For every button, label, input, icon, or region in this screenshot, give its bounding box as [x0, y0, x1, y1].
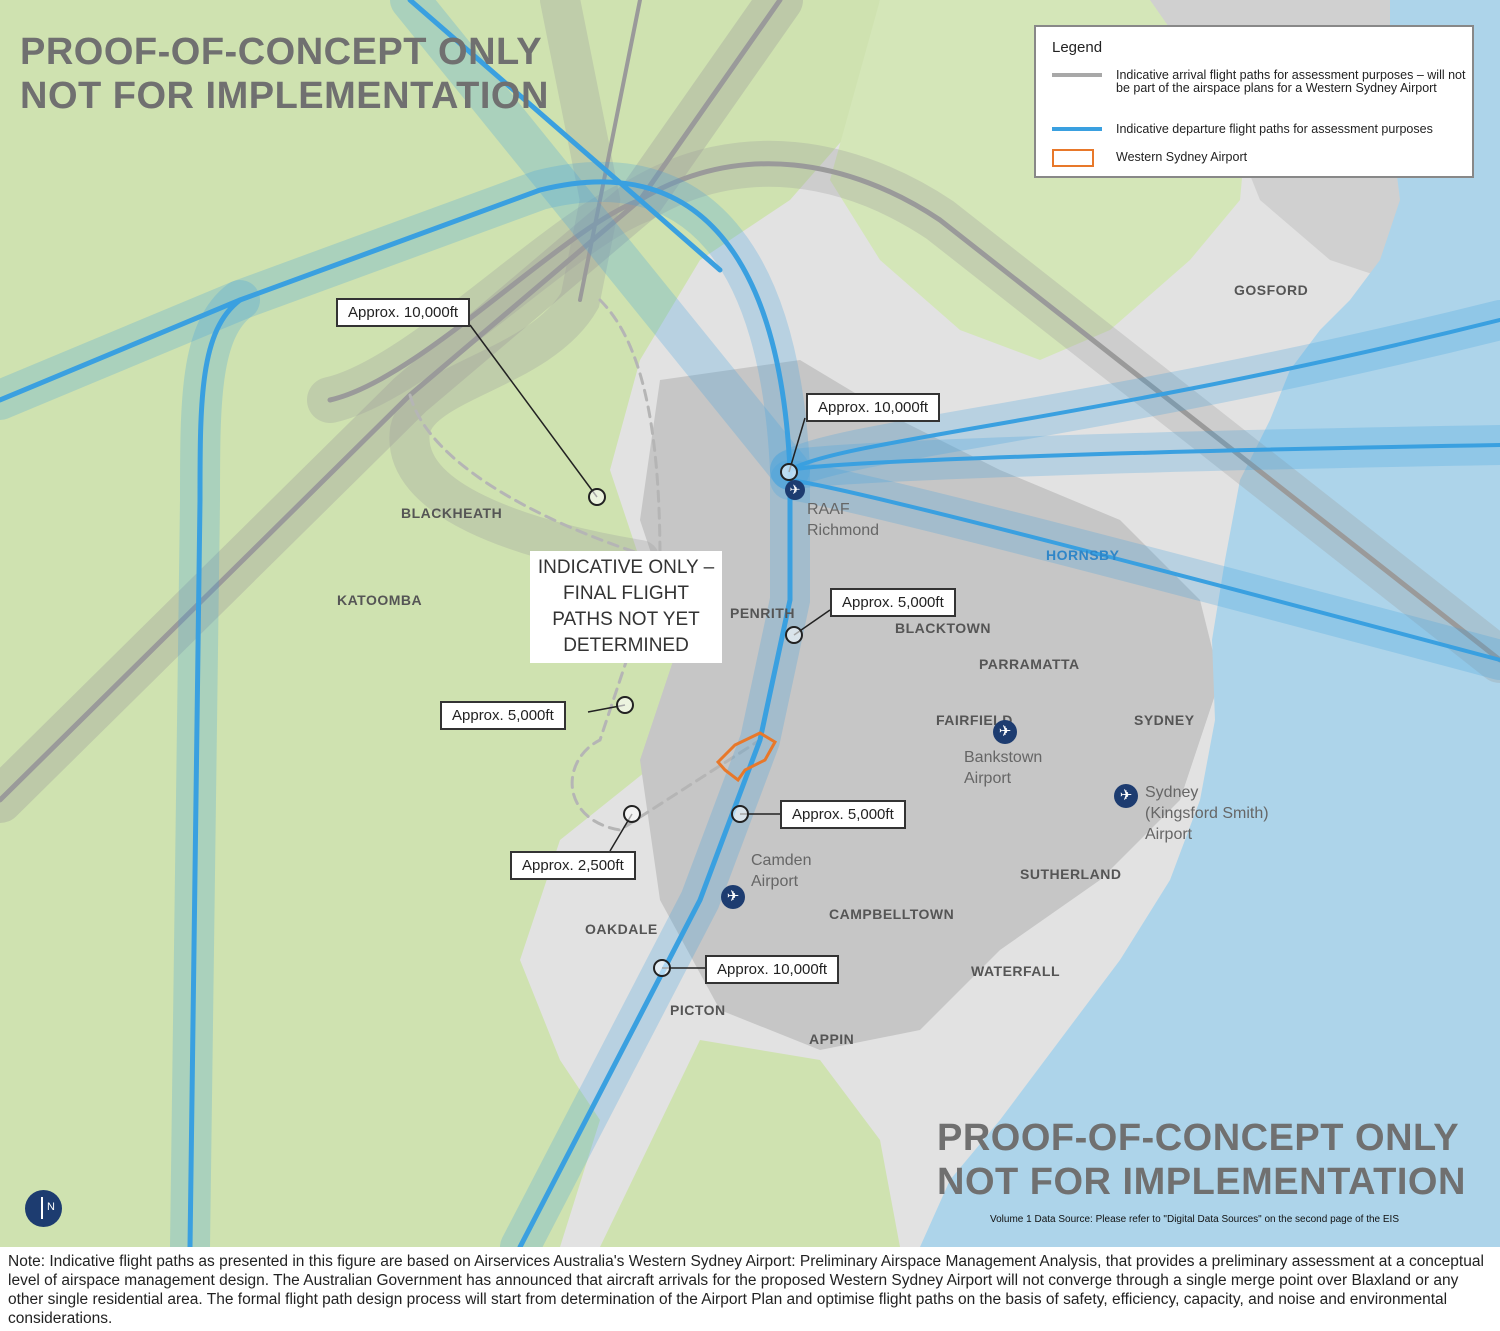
place-fairfield: FAIRFIELD: [936, 712, 1013, 728]
legend: Legend Indicative arrival flight paths f…: [1034, 25, 1474, 178]
indicative-notice: INDICATIVE ONLY – FINAL FLIGHT PATHS NOT…: [530, 551, 722, 663]
watermark-line1: PROOF-OF-CONCEPT ONLY: [20, 31, 543, 73]
airport-bankstown-label: Bankstown Airport: [964, 749, 1043, 787]
arrival-swatch: [1052, 73, 1102, 77]
data-source-note: Volume 1 Data Source: Please refer to "D…: [990, 1214, 1400, 1225]
airplane-icon: ✈: [993, 720, 1017, 744]
callout-camden-5000: Approx. 5,000ft: [780, 800, 906, 829]
place-campbelltown: CAMPBELLTOWN: [829, 906, 955, 922]
place-sydney: SYDNEY: [1134, 712, 1195, 728]
north-label: N: [47, 1201, 55, 1213]
airport-richmond-label: RAAF Richmond: [807, 501, 880, 539]
airplane-icon: ✈: [1114, 784, 1138, 808]
watermark-line1: PROOF-OF-CONCEPT ONLY: [937, 1117, 1460, 1159]
bushland-south: [600, 1040, 900, 1247]
callout-penrith-5000: Approx. 5,000ft: [830, 588, 956, 617]
place-picton: PICTON: [670, 1002, 726, 1018]
bushland-west: [0, 0, 880, 1247]
place-penrith: PENRITH: [730, 605, 795, 621]
place-appin: APPIN: [809, 1031, 855, 1047]
departure-swatch: [1052, 127, 1102, 131]
callout-richmond-10000: Approx. 10,000ft: [806, 393, 941, 422]
watermark-line2: NOT FOR IMPLEMENTATION: [937, 1161, 1466, 1203]
place-katoomba: KATOOMBA: [337, 592, 423, 608]
callout-picton-10000: Approx. 10,000ft: [705, 955, 840, 984]
callout-nw-10000: Approx. 10,000ft: [336, 298, 471, 327]
legend-airport-label: Western Sydney Airport: [1116, 150, 1248, 164]
place-gosford: GOSFORD: [1234, 282, 1309, 298]
airplane-icon: ✈: [785, 480, 805, 500]
north-needle: [41, 1197, 43, 1219]
place-oakdale: OAKDALE: [585, 921, 658, 937]
watermark-line2: NOT FOR IMPLEMENTATION: [20, 75, 549, 117]
altitude-markers: [588, 463, 803, 977]
callout-west-5000: Approx. 5,000ft: [440, 701, 566, 730]
legend-title: Legend: [1052, 39, 1103, 56]
legend-arrival-label: Indicative arrival flight paths for asse…: [1116, 68, 1466, 95]
place-parramatta: PARRAMATTA: [979, 656, 1080, 672]
north-arrow-icon: N: [25, 1190, 62, 1227]
ocean: [920, 0, 1500, 1247]
map-canvas: [0, 0, 1500, 1247]
callout-south-2500: Approx. 2,500ft: [510, 851, 636, 880]
airport-kingsford-label: Sydney (Kingsford Smith) Airport: [1145, 784, 1269, 843]
urban-area: [640, 360, 1220, 1050]
airplane-icon: ✈: [721, 885, 745, 909]
western-sydney-airport-outline: [715, 731, 778, 783]
place-sutherland: SUTHERLAND: [1020, 866, 1122, 882]
place-waterfall: WATERFALL: [971, 963, 1061, 979]
place-blackheath: BLACKHEATH: [401, 505, 503, 521]
airport-camden-label: Camden Airport: [751, 852, 812, 890]
airport-swatch: [1052, 149, 1094, 167]
place-blacktown: BLACKTOWN: [895, 620, 992, 636]
legend-departure-label: Indicative departure flight paths for as…: [1116, 122, 1433, 136]
footnote: Note: Indicative flight paths as present…: [8, 1253, 1484, 1327]
place-hornsby: HORNSBY: [1046, 547, 1120, 563]
